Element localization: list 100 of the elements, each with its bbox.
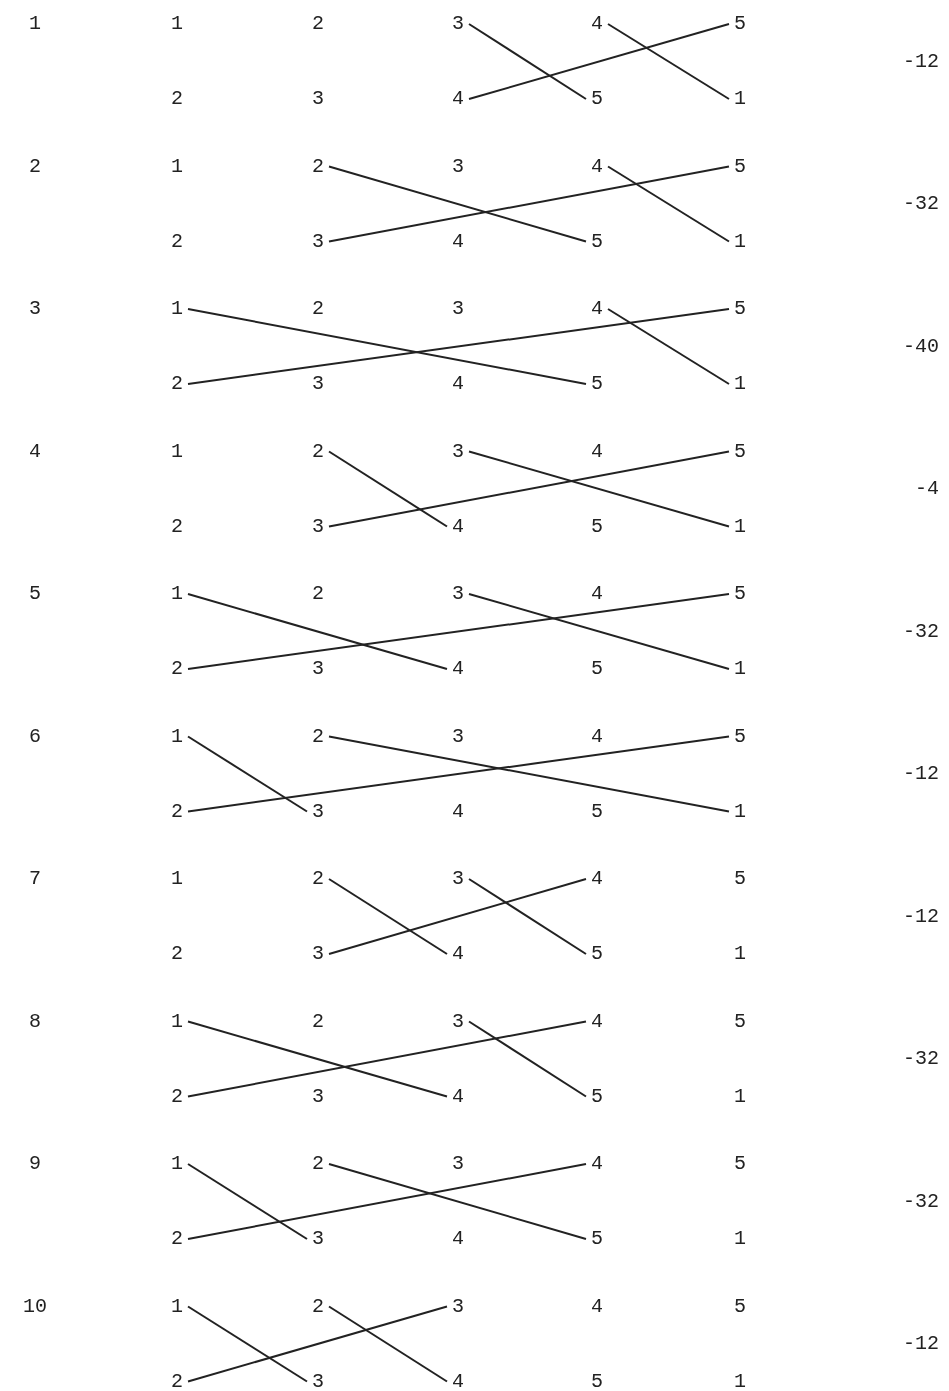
- score-value: -12: [903, 1333, 939, 1355]
- connector-line: [468, 593, 730, 670]
- position-number: 1: [167, 1010, 187, 1033]
- position-number: 4: [587, 155, 607, 178]
- position-number: 4: [591, 1295, 603, 1318]
- score-value: -32: [903, 1048, 939, 1070]
- position-number: 5: [734, 1153, 746, 1175]
- position-number: 4: [587, 1010, 607, 1033]
- position-number: 2: [312, 298, 324, 320]
- position-number: 5: [734, 868, 746, 890]
- position-number: 3: [308, 1370, 328, 1391]
- position-number: 2: [312, 583, 324, 605]
- position-number: 3: [308, 230, 328, 253]
- position-number: 1: [167, 1153, 187, 1175]
- position-number: 4: [587, 1153, 607, 1175]
- position-number: 5: [587, 88, 607, 110]
- position-number: 1: [167, 725, 187, 748]
- position-number: 3: [312, 658, 324, 680]
- score-value: -32: [903, 1190, 939, 1213]
- connector-line: [328, 1163, 587, 1240]
- connector-line: [468, 23, 587, 100]
- position-number: 5: [591, 515, 603, 538]
- connector-line: [328, 165, 587, 243]
- position-number: 3: [452, 1153, 464, 1175]
- position-number: 1: [734, 1085, 746, 1108]
- connector-line: [187, 308, 587, 385]
- position-number: 1: [171, 868, 183, 890]
- position-number: 3: [448, 868, 468, 890]
- position-number: 2: [308, 1295, 328, 1318]
- position-number: 1: [730, 800, 750, 823]
- position-number: 1: [167, 298, 187, 320]
- position-number: 1: [730, 88, 750, 110]
- connector-line: [187, 735, 308, 813]
- score-value: -40: [903, 335, 939, 358]
- position-number: 5: [730, 583, 750, 605]
- position-number: 4: [587, 868, 607, 890]
- position-number: 5: [587, 1085, 607, 1108]
- score-value: -12: [903, 905, 939, 928]
- position-number: 5: [730, 155, 750, 178]
- position-number: 2: [312, 1010, 324, 1033]
- connector-line: [468, 450, 730, 528]
- position-number: 2: [312, 13, 324, 35]
- position-number: 4: [448, 88, 468, 110]
- connector-line: [187, 1020, 448, 1098]
- row-number: 5: [29, 583, 41, 605]
- position-number: 4: [448, 1370, 468, 1391]
- row-number: 7: [29, 868, 41, 890]
- connector-line: [607, 23, 730, 100]
- position-number: 4: [591, 725, 603, 748]
- score-value: -32: [903, 193, 939, 215]
- connector-line: [187, 593, 448, 670]
- connector-line: [607, 165, 730, 243]
- position-number: 3: [312, 88, 324, 110]
- score-value: -32: [903, 620, 939, 643]
- position-number: 3: [452, 725, 464, 748]
- position-number: 3: [312, 373, 324, 395]
- row-number: 8: [29, 1010, 41, 1033]
- connector-line: [187, 308, 730, 385]
- position-number: 5: [591, 658, 603, 680]
- row-number: 4: [29, 440, 41, 463]
- position-number: 2: [308, 1153, 328, 1175]
- position-number: 2: [167, 658, 187, 680]
- connector-line: [187, 1163, 308, 1240]
- position-number: 5: [734, 1010, 746, 1033]
- position-number: 1: [167, 583, 187, 605]
- position-number: 2: [308, 725, 328, 748]
- position-number: 3: [308, 800, 328, 823]
- connector-line: [328, 735, 730, 813]
- position-number: 2: [308, 868, 328, 890]
- position-number: 2: [167, 1370, 187, 1391]
- connector-line: [468, 878, 587, 955]
- score-value: -4: [915, 478, 939, 500]
- connector-line: [187, 735, 730, 813]
- position-number: 5: [587, 943, 607, 965]
- position-number: 4: [591, 583, 603, 605]
- position-number: 2: [171, 515, 183, 538]
- position-number: 3: [448, 440, 468, 463]
- connector-line: [468, 1020, 587, 1098]
- connector-line: [328, 450, 730, 528]
- position-number: 2: [167, 800, 187, 823]
- position-number: 4: [448, 515, 468, 538]
- position-number: 4: [591, 440, 603, 463]
- position-number: 1: [171, 155, 183, 178]
- position-number: 3: [448, 1295, 468, 1318]
- position-number: 3: [308, 943, 328, 965]
- position-number: 5: [730, 725, 750, 748]
- connector-line: [187, 1163, 587, 1240]
- row-number: 9: [29, 1153, 41, 1175]
- position-number: 3: [452, 155, 464, 178]
- position-number: 1: [730, 230, 750, 253]
- position-number: 5: [587, 1228, 607, 1250]
- position-number: 3: [448, 1010, 468, 1033]
- row-number: 1: [29, 13, 41, 35]
- position-number: 5: [730, 298, 750, 320]
- position-number: 4: [452, 800, 464, 823]
- position-number: 3: [448, 583, 468, 605]
- position-number: 2: [167, 373, 187, 395]
- position-number: 1: [734, 1370, 746, 1391]
- connector-line: [328, 878, 587, 955]
- position-number: 4: [452, 373, 464, 395]
